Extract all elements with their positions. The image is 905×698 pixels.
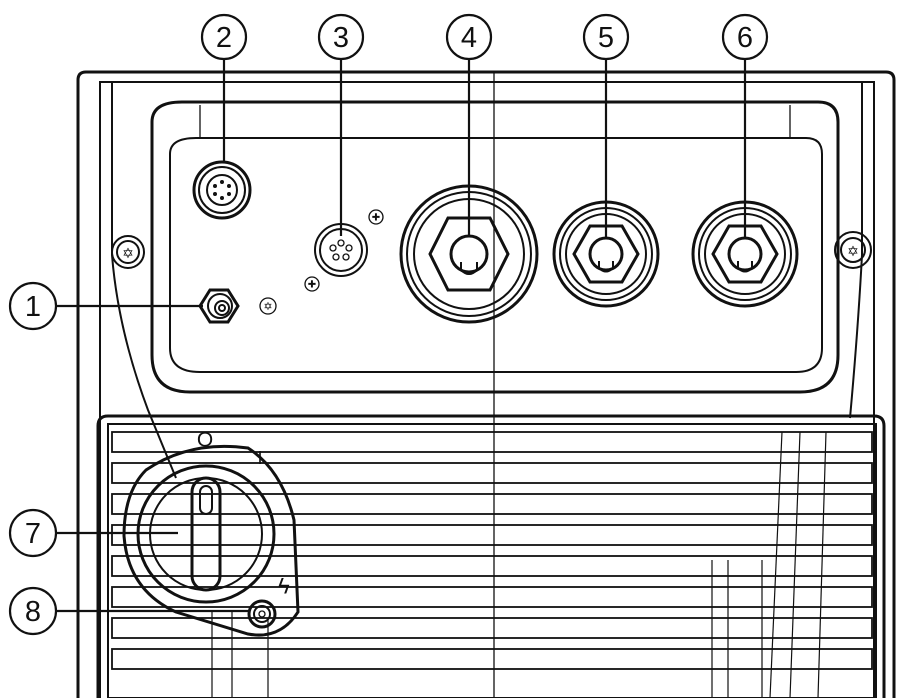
lightning-icon: ϟ (278, 574, 290, 599)
grille-rib (769, 431, 783, 698)
callout-4: 4 (445, 13, 493, 61)
right-screw: ✡ (834, 231, 872, 269)
callout-6: 6 (721, 13, 769, 61)
callout-8-number: 8 (25, 596, 41, 628)
grille-slot (111, 586, 873, 608)
callout-3-number: 3 (333, 22, 349, 54)
grille-slots (111, 431, 873, 698)
screw-head-icon: ✡ (263, 301, 272, 313)
plus-icon: ✚ (372, 213, 380, 224)
grille-rib (789, 431, 801, 698)
callout-1-number: 1 (25, 291, 41, 323)
callout-7: 7 (8, 508, 58, 558)
grille-slot (111, 493, 873, 515)
grille-slot (111, 431, 873, 453)
grille-slot (111, 617, 873, 639)
callout-8: 8 (8, 586, 58, 636)
left-screw: ✡ (111, 235, 145, 269)
callout-1: 1 (8, 281, 58, 331)
callout-6-number: 6 (737, 22, 753, 54)
callout-5-number: 5 (598, 22, 614, 54)
connector-2-remote-socket (192, 160, 252, 220)
callout-2-number: 2 (216, 22, 232, 54)
callout-5: 5 (582, 13, 630, 61)
screw-head-icon: ✡ (122, 245, 134, 261)
switch-on-label: I (257, 448, 262, 468)
main-switch[interactable]: O I ϟ (122, 429, 300, 637)
callout-3: 3 (317, 13, 365, 61)
ventilation-grille (96, 414, 886, 698)
switch-lock-screw (247, 599, 277, 629)
switch-off-label: O (197, 429, 213, 452)
grille-slot (111, 524, 873, 546)
grille-slot (111, 462, 873, 484)
connector-1-socket: ✡ (198, 288, 277, 324)
callout-4-number: 4 (461, 22, 477, 54)
plus-icon: ✚ (308, 280, 316, 291)
grille-rib (817, 431, 827, 698)
callout-7-number: 7 (25, 518, 41, 550)
callouts: 1 2 3 4 5 6 7 8 (8, 13, 769, 636)
connector-3-pin-socket: ✚ ✚ (304, 209, 384, 292)
callout-2: 2 (200, 13, 248, 61)
screw-head-icon: ✡ (847, 243, 859, 259)
grille-slot (111, 555, 873, 577)
connection-panel (150, 100, 840, 394)
grille-slot (111, 648, 873, 670)
machine-housing (76, 70, 896, 698)
